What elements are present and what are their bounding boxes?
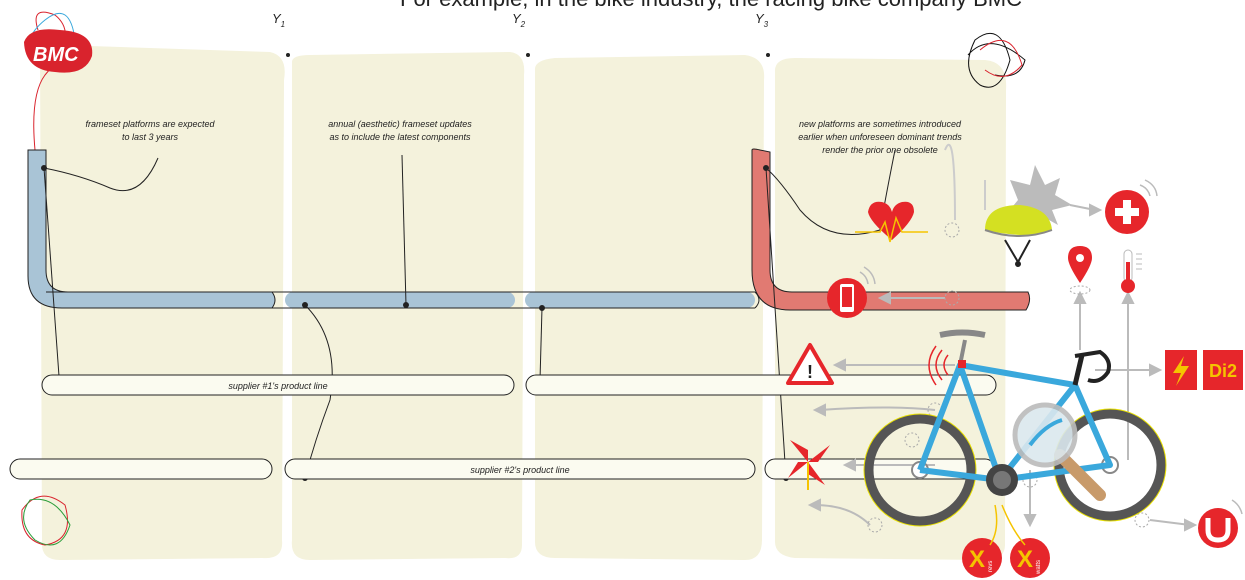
svg-text:X: X: [1017, 546, 1033, 573]
bmc-logo: BMC: [24, 29, 93, 73]
magnifier-icon: [1012, 402, 1106, 501]
scribble-top-right-red: [979, 40, 1023, 77]
svg-text:X: X: [969, 546, 985, 573]
thermometer-icon: [1121, 249, 1142, 293]
annotation-col2: annual (aesthetic) frameset updates as t…: [328, 119, 472, 142]
year-label-1: Y1: [272, 11, 285, 29]
year-label-3: Y3: [755, 11, 769, 29]
heart-rate-icon: [855, 201, 928, 243]
svg-text:supplier #1's product line: supplier #1's product line: [228, 381, 327, 391]
year-labels: Y1 Y2 Y3: [272, 11, 770, 57]
di2-badge: Di2: [1203, 350, 1243, 390]
annotation-col1: frameset platforms are expected to last …: [85, 119, 215, 142]
revs-badge: X revs: [962, 538, 1002, 578]
connector-arrows: [807, 143, 1198, 532]
svg-text:new platforms are sometimes in: new platforms are sometimes introduced: [799, 119, 962, 129]
svg-text:annual (aesthetic) frameset up: annual (aesthetic) frameset updates: [328, 119, 472, 129]
scribble-bottom-left-green: [23, 498, 71, 546]
magnet-icon: [1198, 499, 1243, 548]
watts-badge: X watts: [1010, 538, 1050, 578]
svg-text:!: !: [807, 362, 813, 382]
svg-text:BMC: BMC: [33, 44, 79, 66]
lightning-icon: [1165, 350, 1197, 390]
impact-burst-icon: [1008, 165, 1072, 230]
first-aid-icon: [1105, 179, 1158, 234]
svg-text:render the prior one obsolete: render the prior one obsolete: [822, 145, 938, 155]
svg-text:watts: watts: [1036, 560, 1042, 575]
yellow-connector: [989, 504, 1026, 546]
annotation-col4: new platforms are sometimes introduced e…: [798, 119, 962, 155]
svg-text:as to include the latest compo: as to include the latest components: [329, 132, 471, 142]
svg-text:frameset platforms are expecte: frameset platforms are expected: [85, 119, 215, 129]
svg-text:to last 3 years: to last 3 years: [122, 132, 179, 142]
caption-text: For example, in the bike industry, the r…: [400, 0, 1022, 11]
supplier2-product-line: supplier #2's product line: [9, 458, 996, 480]
helmet-icon: [984, 205, 1053, 267]
bicycle-icon: [863, 329, 1167, 527]
svg-text:earlier when unforeseen domina: earlier when unforeseen dominant trends: [798, 132, 962, 142]
location-pin-icon: [1068, 246, 1092, 283]
warning-icon: !: [786, 343, 834, 385]
new-frameset-platform: [751, 148, 1031, 311]
year-label-2: Y2: [512, 11, 526, 29]
svg-text:revs: revs: [988, 561, 994, 572]
svg-text:supplier #2's product line: supplier #2's product line: [470, 465, 569, 475]
supplier1-product-line: supplier #1's product line: [41, 374, 997, 396]
scribble-bottom-left: [21, 495, 68, 546]
phone-icon: [827, 266, 876, 318]
svg-text:Di2: Di2: [1209, 361, 1237, 381]
pinwheel-icon: [788, 440, 830, 490]
